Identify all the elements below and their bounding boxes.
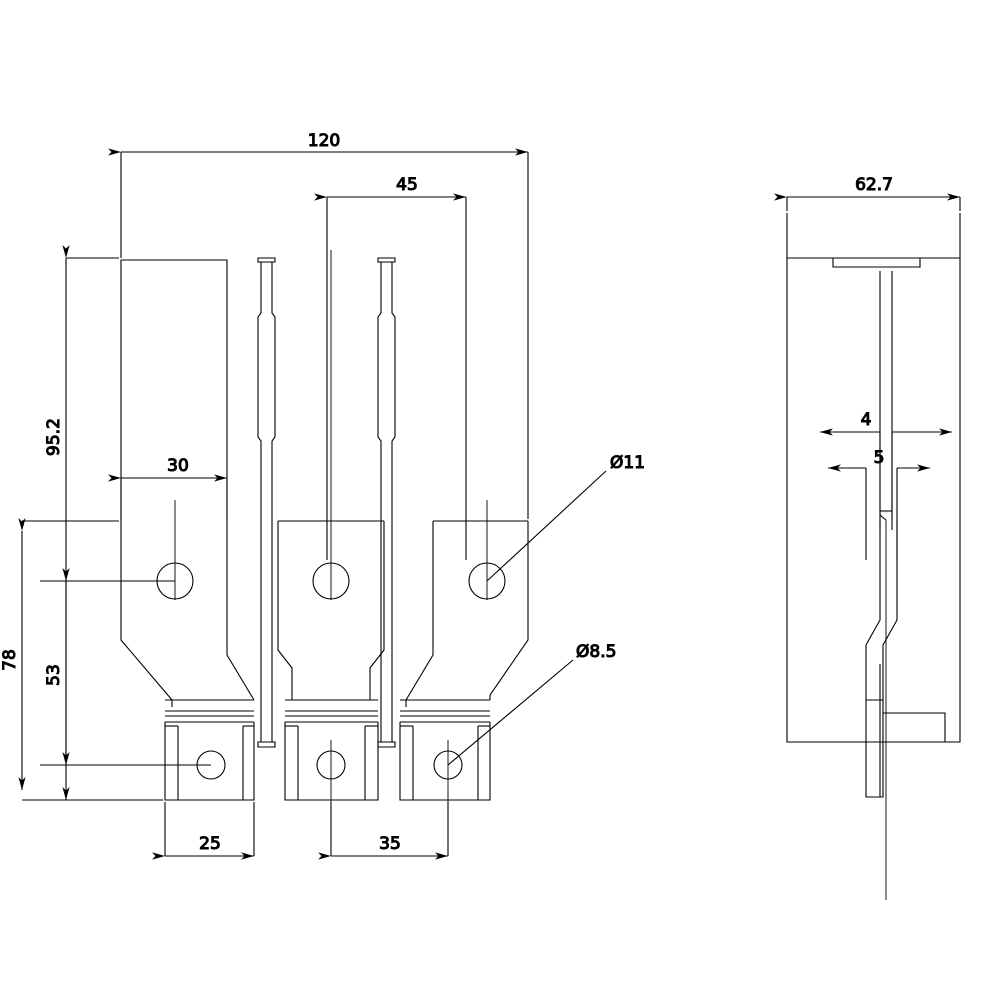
dimension-95-2 [62,245,119,800]
dimension-53 [62,568,197,766]
dimension-label-5: 5 [874,448,885,468]
pole3-left-taper [405,521,434,707]
pole1-upper-blade [120,259,228,521]
pole-separator-strips [257,257,396,748]
dimension-30 [108,474,228,519]
dimension-label-53: 53 [44,664,64,686]
separator-b-head [377,257,396,263]
dimension-62-7 [774,193,961,211]
separator-b-left [377,262,382,742]
dimension-label-45: 45 [396,175,418,195]
side-view [786,213,961,798]
dimension-78 [18,518,163,801]
pole1-base-block [164,722,255,801]
pole2-base-block [284,722,379,801]
separator-a-right [271,262,276,742]
dimension-120 [108,148,529,519]
dimension-label-62-7: 62.7 [855,175,893,195]
side-view-outline [786,213,961,743]
dimension-25 [152,802,255,860]
dimension-label-35: 35 [379,834,401,854]
centrelines [40,250,887,900]
separator-b-right [391,262,396,742]
leader-line-dia-11 [486,470,607,582]
front-view-pole-3 [399,520,529,801]
side-view-notch [832,258,921,268]
side-view-foot-edge [883,712,946,742]
side-view-bent-tab [865,520,898,798]
dimension-5 [828,464,930,560]
dimension-label-dia-8-5: Ø8.5 [576,642,616,662]
dimension-4 [820,428,952,530]
dimension-45 [314,193,467,560]
dimension-label-dia-11: Ø11 [610,453,645,473]
dimension-label-30: 30 [167,456,189,476]
leader-dia-8-5 [447,659,574,766]
pole2-left-taper [277,521,293,700]
pole3-right-taper [489,521,529,700]
separator-a-foot [257,741,276,748]
leader-dia-11 [486,470,607,582]
pole3-base-block [399,722,491,801]
pole1-left-taper [120,521,173,707]
leader-line-dia-8-5 [447,659,574,766]
dimension-label-120: 120 [308,131,340,151]
dimension-label-78: 78 [0,649,20,671]
separator-b-foot [377,741,396,748]
dimension-label-95-2: 95.2 [44,418,64,456]
separator-a-head [257,257,276,263]
side-view-inner-left [879,271,887,521]
dimension-label-4: 4 [861,410,872,430]
dimension-label-25: 25 [199,834,221,854]
front-view-pole-1 [120,259,255,801]
pole2-right-taper [369,521,385,700]
separator-a-left [257,262,262,742]
pole1-right-taper [226,521,255,701]
